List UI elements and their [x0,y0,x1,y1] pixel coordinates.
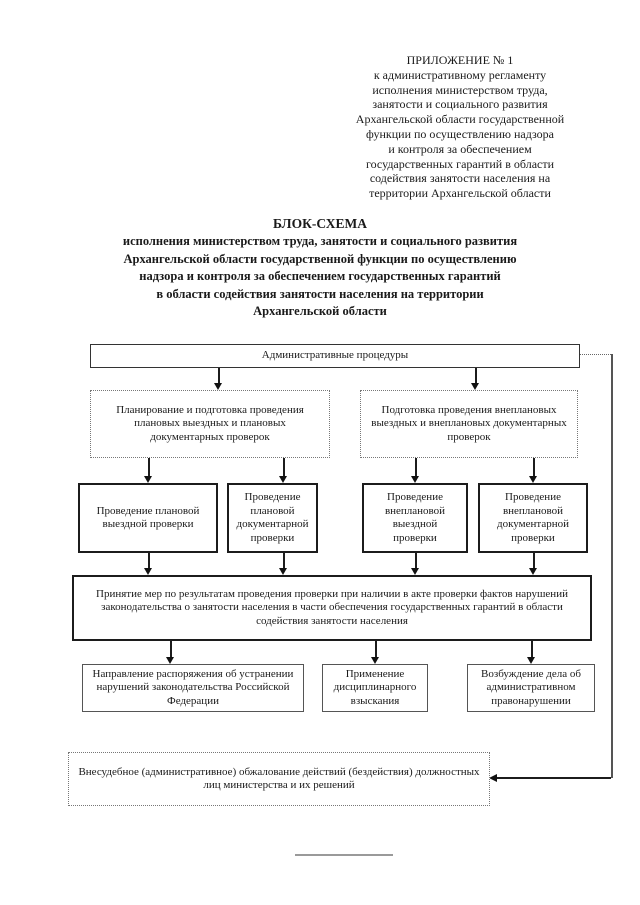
appendix-note: ПРИЛОЖЕНИЕ № 1 к административному регла… [355,53,565,201]
arrow-onsite-to-measures-head-icon [144,568,152,575]
page-title: БЛОК-СХЕМА [272,216,368,231]
arrow-prep-to-unplanned-doc-head-icon [529,476,537,483]
feedback-horizontal-line [497,777,611,779]
arrow-prep-to-unplanned-onsite-head-icon [411,476,419,483]
arrow-prep-to-unplanned-onsite-line [415,458,417,476]
arrow-unplanned-onsite-to-measures-head-icon [411,568,419,575]
node-planned-onsite-check: Проведение плановой выездной проверки [78,483,218,553]
node-planned-prep: Планирование и подготовка проведения пла… [90,390,330,458]
arrow-measures-to-order-head-icon [166,657,174,664]
arrow-measures-to-disciplinary-line [375,641,377,658]
arrow-measures-to-order-line [170,641,172,658]
arrow-prep-to-planned-onsite-head-icon [144,476,152,483]
arrow-prep-to-unplanned-doc-line [533,458,535,476]
node-order-direction: Направление распоряжения об устранении н… [82,664,304,712]
arrow-unplanned-doc-to-measures-head-icon [529,568,537,575]
footnote-separator [295,854,393,856]
arrow-prep-to-planned-doc-head-icon [279,476,287,483]
arrow-admin-to-unplanned-line [475,368,477,383]
node-measures: Принятие мер по результатам проведения п… [72,575,592,641]
arrow-onsite-to-measures-line [148,553,150,569]
arrow-measures-to-disciplinary-head-icon [371,657,379,664]
title-block: БЛОК-СХЕМА исполнения министерством труд… [20,215,620,321]
arrow-measures-to-case-line [531,641,533,658]
page-subtitle: исполнения министерством труда, занятост… [122,234,518,318]
arrow-unplanned-onsite-to-measures-line [415,553,417,569]
arrow-prep-to-planned-onsite-line [148,458,150,476]
arrow-prep-to-planned-doc-line [283,458,285,476]
arrow-admin-to-planned-line [218,368,220,383]
arrow-unplanned-doc-to-measures-line [533,553,535,569]
node-appeal: Внесудебное (административное) обжалован… [68,752,490,806]
node-admin-procedures: Административные процедуры [90,344,580,368]
node-unplanned-prep: Подготовка проведения внеплановых выездн… [360,390,578,458]
arrow-admin-to-planned-head-icon [214,383,222,390]
node-unplanned-onsite-check: Проведение внеплановой выездной проверки [362,483,468,553]
arrow-measures-to-case-head-icon [527,657,535,664]
arrow-doc-to-measures-line [283,553,285,569]
feedback-stub-line [580,354,611,355]
arrow-admin-to-unplanned-head-icon [471,383,479,390]
node-administrative-case: Возбуждение дела об административном пра… [467,664,595,712]
node-unplanned-documentary-check: Проведение внеплановой документарной про… [478,483,588,553]
node-disciplinary-action: Применение дисциплинарного взыскания [322,664,428,712]
node-planned-documentary-check: Проведение плановой документарной провер… [227,483,318,553]
feedback-arrowhead-icon [489,774,497,782]
arrow-doc-to-measures-head-icon [279,568,287,575]
feedback-vertical-line [611,354,613,778]
